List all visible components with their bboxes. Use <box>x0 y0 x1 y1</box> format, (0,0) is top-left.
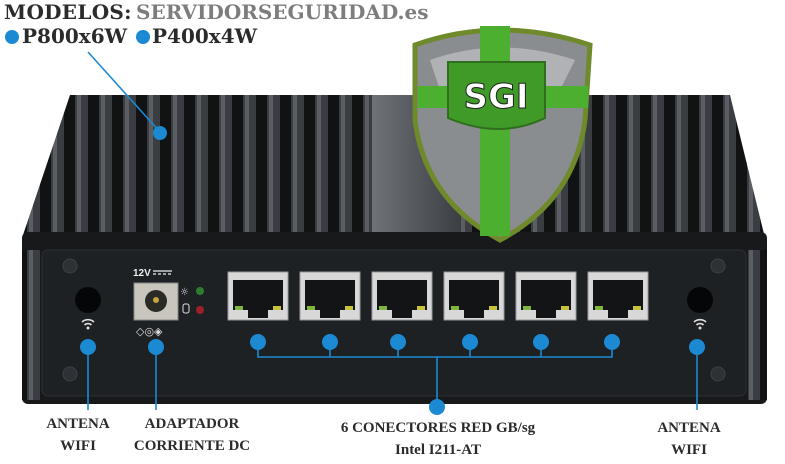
label-dc-adapter: ADAPTADOR CORRIENTE DC <box>134 413 250 457</box>
svg-text:◇◎◈: ◇◎◈ <box>136 325 163 338</box>
antenna-port-left <box>75 287 101 313</box>
label-network: 6 CONECTORES RED GB/sg Intel I211-AT <box>341 417 535 461</box>
site-name: SERVIDORSEGURIDAD.es <box>136 0 429 24</box>
power-led <box>196 287 204 295</box>
logo-text: SGI <box>463 77 528 117</box>
label-line: WIFI <box>60 438 96 454</box>
label-line: WIFI <box>671 442 707 458</box>
model-p800x6w: P800x6W <box>22 24 128 48</box>
antenna-port-right <box>687 287 713 313</box>
label-line: 6 CONECTORES RED GB/sg <box>340 420 536 436</box>
label-line: ANTENA <box>46 416 110 432</box>
label-line: CORRIENTE DC <box>133 438 251 454</box>
power-label: 12V <box>133 268 151 279</box>
sgi-shield-logo: SGI <box>412 26 593 243</box>
label-line: ADAPTADOR <box>144 416 240 432</box>
rj45-port <box>299 271 361 321</box>
label-line: Intel I211-AT <box>395 442 481 458</box>
rj45-port <box>443 271 505 321</box>
label-antenna-left: ANTENA WIFI <box>46 413 109 457</box>
rj45-ports <box>227 271 649 321</box>
callout-dots <box>80 126 705 415</box>
rj45-port <box>587 271 649 321</box>
svg-text:☼: ☼ <box>180 287 189 298</box>
rj45-port <box>371 271 433 321</box>
label-line: ANTENA <box>657 420 721 436</box>
disk-led <box>196 306 204 314</box>
models-heading: MODELOS: <box>4 0 132 24</box>
bullet-icon <box>5 30 19 44</box>
label-antenna-right: ANTENA WIFI <box>657 417 720 461</box>
bullet-icon <box>136 30 150 44</box>
rj45-port <box>227 271 289 321</box>
rj45-port <box>515 271 577 321</box>
wifi-icon <box>81 318 707 326</box>
model-p400x4w: P400x4W <box>152 24 258 48</box>
